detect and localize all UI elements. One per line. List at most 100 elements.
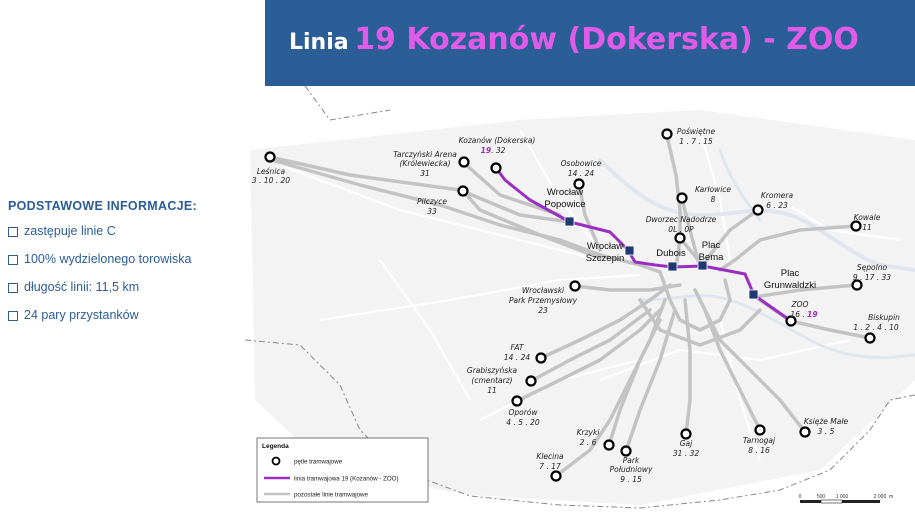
terminal-name: Kozanów (Dokerska) — [459, 136, 536, 145]
other-line-numbers: . 32 — [491, 146, 506, 155]
route-stop-markers — [564, 216, 759, 300]
terminal-marker — [851, 279, 863, 291]
terminal-name-2: Południowy — [610, 465, 653, 474]
route-stop-name: Wrocław — [547, 187, 583, 198]
scale-tick-label: 500 — [817, 494, 826, 500]
terminal-name: Kowale — [854, 213, 881, 222]
terminal-marker — [490, 162, 502, 174]
terminal-marker — [603, 439, 615, 451]
terminal-marker — [264, 151, 276, 163]
route-line-number: 19 — [807, 310, 817, 319]
page-title: Linia 19 Kozanów (Dokerska) - ZOO — [289, 22, 859, 57]
scale-tick-label: 2 000 — [874, 494, 887, 500]
tram-network-map: Leśnica 3 . 10 . 20 Tarczyński Arena (Kr… — [245, 86, 915, 524]
terminal-name: Poświętne — [677, 127, 716, 136]
terminal-marker — [752, 204, 764, 216]
terminal-name: ZOO — [791, 300, 809, 309]
terminal-marker — [573, 178, 585, 190]
route-stop-name-2: Grunwaldzki — [764, 280, 816, 291]
scale-unit: m — [889, 494, 893, 500]
info-item-text: 100% wydzielonego torowiska — [24, 252, 192, 266]
checkbox-bullet-icon — [8, 311, 18, 321]
terminal-marker — [511, 395, 523, 407]
info-item: 24 pary przystanków — [8, 308, 248, 336]
legend-terminal-icon — [271, 456, 281, 466]
terminal-name: Leśnica — [257, 167, 286, 176]
terminal-lines: 14 . 24 — [568, 169, 594, 178]
terminal-name: FAT — [510, 343, 524, 352]
terminal-lines: 8 . 16 — [748, 446, 770, 455]
terminal-lines: 23 — [538, 306, 548, 315]
terminal-lines: 1 . 7 . 15 — [679, 137, 713, 146]
scale-tick-label: 0 — [799, 494, 802, 500]
terminal-name: Księże Małe — [804, 417, 849, 426]
terminal-marker — [850, 220, 862, 232]
terminal-lines: 16 . 19 — [790, 310, 817, 319]
route-stop-name: Plac — [702, 240, 721, 251]
terminal-lines: 11 — [487, 386, 497, 395]
terminal-lines: 31 . 32 — [673, 449, 699, 458]
scale-tick-label: 1 000 — [836, 494, 849, 500]
map-legend: Legenda pętle tramwajowe linia tramwajow… — [256, 437, 429, 503]
checkbox-bullet-icon — [8, 227, 18, 237]
info-item: zastępuje linie C — [8, 224, 248, 252]
route-stop-name: Dubois — [656, 248, 686, 259]
terminal-marker — [680, 428, 692, 440]
terminal-name: Kromera — [761, 191, 794, 200]
terminal-marker — [799, 426, 811, 438]
terminal-marker — [864, 332, 876, 344]
terminal-lines: 14 . 24 — [504, 353, 530, 362]
terminal-name: Karłowice — [695, 185, 731, 194]
route-stop-marker — [624, 245, 635, 256]
terminal-lines: 9 . 17 . 33 — [853, 273, 891, 282]
terminal-name: Oporów — [508, 408, 538, 417]
title-lead: Linia — [289, 30, 349, 55]
terminal-marker — [550, 470, 562, 482]
terminal-marker — [535, 352, 547, 364]
terminal-lines: 1 . 2 . 4 . 10 — [853, 323, 899, 332]
route-stop-marker — [697, 260, 708, 271]
terminal-name: Grabiszyńska — [467, 366, 518, 375]
terminal-marker — [661, 128, 673, 140]
info-item-text: 24 pary przystanków — [24, 308, 139, 322]
terminal-name: Park — [623, 456, 640, 465]
route-stop-name-2: Bema — [699, 252, 725, 263]
terminal-markers — [264, 128, 876, 482]
terminal-name: Klecina — [536, 452, 564, 461]
terminal-name: Gaj — [680, 439, 693, 448]
terminal-name-2: (Królewiecka) — [399, 159, 450, 168]
title-main: 19 Kozanów (Dokerska) - ZOO — [354, 22, 859, 57]
basic-info-panel: PODSTAWOWE INFORMACJE: zastępuje linie C… — [8, 199, 248, 336]
terminal-marker — [457, 185, 469, 197]
terminal-name: Dworzec Nadodrze — [646, 215, 717, 224]
terminal-marker — [676, 192, 688, 204]
terminal-name: Krzyki — [577, 428, 601, 437]
terminal-lines: 19. 32 — [481, 146, 506, 155]
route-stop-name-2: Szczepin — [586, 253, 625, 264]
info-item-text: długość linii: 11,5 km — [24, 280, 140, 294]
route-stop-marker — [564, 216, 575, 227]
terminal-marker — [525, 375, 537, 387]
scale-bar: 0 500 1 000 2 000 m — [799, 494, 893, 504]
legend-item-label: pozostałe linie tramwajowe — [294, 492, 369, 499]
terminal-labels: Leśnica 3 . 10 . 20 Tarczyński Arena (Kr… — [252, 127, 900, 484]
route-stop-name-2: Popowice — [544, 199, 585, 210]
terminal-name: Tarnogaj — [743, 436, 776, 445]
terminal-marker — [620, 445, 632, 457]
other-tram-lines — [268, 134, 872, 478]
terminal-lines: 3 . 5 — [818, 427, 835, 436]
route-19-line — [494, 166, 793, 323]
terminal-lines: 7 . 17 — [539, 462, 561, 471]
terminal-marker — [458, 156, 470, 168]
legend-item-label: pętle tramwajowe — [294, 459, 343, 466]
terminal-lines: 31 — [420, 169, 430, 178]
terminal-lines: 6 . 23 — [766, 201, 788, 210]
terminal-name: Pilczyce — [417, 197, 447, 206]
info-heading: PODSTAWOWE INFORMACJE: — [8, 199, 198, 213]
route-line-number: 19 — [481, 146, 491, 155]
title-banner: Linia 19 Kozanów (Dokerska) - ZOO — [265, 0, 915, 86]
terminal-name: Biskupin — [868, 313, 900, 322]
terminal-lines: 9 . 15 — [620, 475, 642, 484]
terminal-name: Sępolno — [857, 263, 888, 272]
route-stop-labels: Wrocław Popowice Wrocław Szczepin Dubois… — [544, 187, 816, 291]
